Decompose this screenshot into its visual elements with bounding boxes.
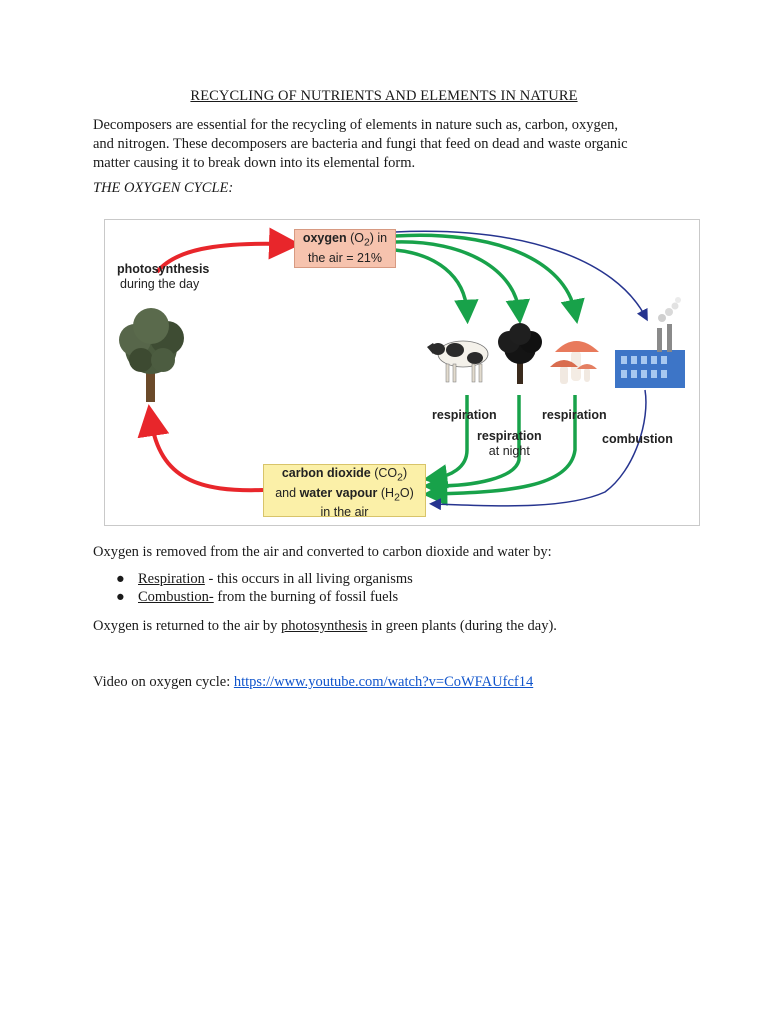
- mushrooms-icon: [550, 341, 599, 384]
- photosynthesis-label: photosynthesis during the day: [117, 262, 210, 291]
- green-arrow-1: [394, 248, 479, 325]
- oxygen-cycle-diagram: oxygen (O2) in the air = 21% carbon diox…: [104, 219, 700, 526]
- intro-line-1: Decomposers are essential for the recycl…: [93, 117, 619, 133]
- bullet-dot: ●: [116, 589, 125, 605]
- combustion-label: combustion: [602, 432, 673, 446]
- tree-icon: [119, 308, 184, 402]
- bullet-list: ● Respiration - this occurs in all livin…: [93, 570, 413, 606]
- dark-tree-icon: [498, 323, 542, 384]
- removed-text: Oxygen is removed from the air and conve…: [93, 544, 552, 560]
- green-down-3: [422, 395, 577, 506]
- red-arrow-bottom: [137, 404, 264, 493]
- respiration-label-right: respiration: [542, 408, 607, 422]
- intro-line-3: matter causing it to break down into its…: [93, 155, 416, 171]
- bullet-dot: ●: [116, 571, 125, 587]
- diagram-graphics: [119, 227, 685, 511]
- intro-paragraph: Decomposers are essential for the recycl…: [93, 116, 673, 173]
- video-link[interactable]: https://www.youtube.com/watch?v=CoWFAUfc…: [233, 674, 534, 690]
- section-heading: THE OXYGEN CYCLE:: [93, 180, 234, 196]
- oxygen-box: oxygen (O2) in the air = 21%: [294, 229, 396, 268]
- list-item: ● Combustion- from the burning of fossil…: [116, 589, 399, 605]
- page-title: RECYCLING OF NUTRIENTS AND ELEMENTS IN N…: [190, 88, 578, 104]
- respiration-night-label: respiration at night: [477, 429, 542, 458]
- blue-arrow-top: [394, 230, 648, 322]
- carbon-dioxide-box: carbon dioxide (CO2) and water vapour (H…: [263, 464, 426, 519]
- blue-arrow-bottom: [429, 389, 647, 511]
- cow-icon: [427, 340, 489, 383]
- green-down-2: [422, 395, 521, 499]
- green-arrow-3: [394, 233, 585, 325]
- video-line: Video on oxygen cycle: https://www.youtu…: [93, 674, 534, 690]
- red-arrow-top: [155, 227, 301, 274]
- list-item: ● Respiration - this occurs in all livin…: [116, 571, 413, 587]
- factory-icon: [615, 297, 685, 388]
- intro-line-2: and nitrogen. These decomposers are bact…: [93, 136, 628, 152]
- returned-text: Oxygen is returned to the air by photosy…: [93, 618, 557, 634]
- respiration-label-left: respiration: [432, 408, 497, 422]
- green-arrow-2: [394, 240, 531, 325]
